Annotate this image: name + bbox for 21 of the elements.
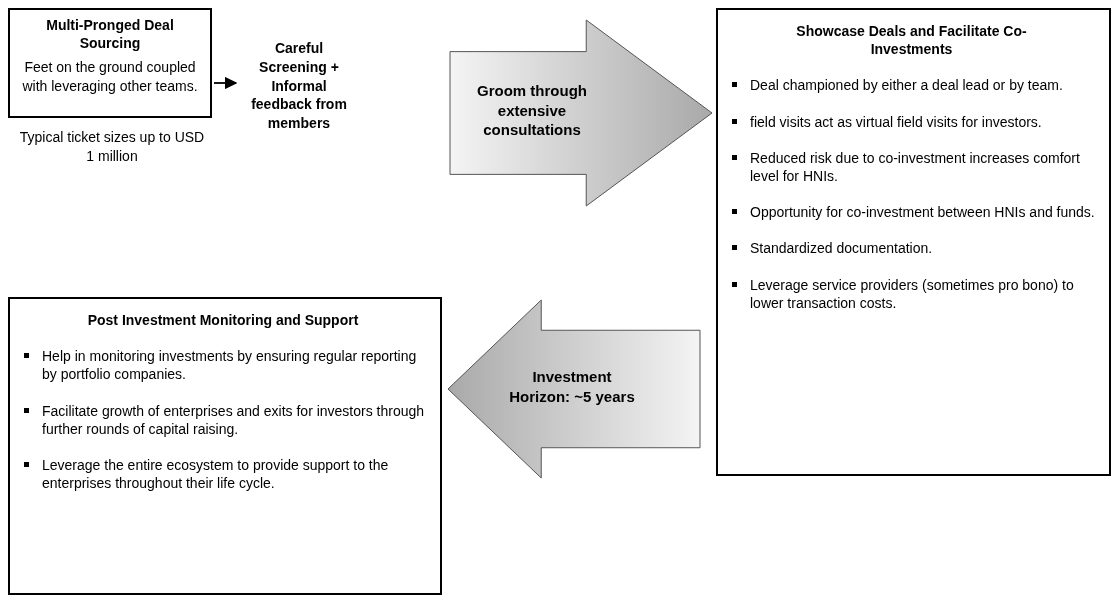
note-text: Typical ticket sizes up to USD 1 million bbox=[18, 128, 206, 166]
bullet-point: Leverage service providers (sometimes pro bono) to lower transaction costs. bbox=[728, 275, 1095, 312]
process-box bbox=[716, 8, 1111, 476]
bullet-point: Standardized documentation. bbox=[728, 239, 1095, 258]
arrow-text: Investment Horizon: ~5 years bbox=[508, 367, 636, 406]
box-heading: Multi-Pronged Deal Sourcing bbox=[45, 16, 175, 53]
box-text: Feet on the ground coupled with leveraging other teams. bbox=[21, 58, 199, 95]
process-box bbox=[8, 297, 442, 595]
bullet-point: Deal championed by either a deal lead or by team. bbox=[728, 76, 1095, 95]
bullet-point: Help in monitoring investments by ensuring regular reporting by portfolio companies. bbox=[20, 347, 426, 384]
bullet-point: Reduced risk due to co-investment increases comfort level for HNIs. bbox=[728, 148, 1095, 186]
arrow-text: Groom through extensive consultations bbox=[476, 81, 588, 140]
process-box bbox=[8, 8, 212, 118]
bullet-point: field visits act as virtual field visits for investors. bbox=[728, 112, 1095, 131]
box-heading: Post Investment Monitoring and Support bbox=[86, 311, 360, 330]
bullet-point: Facilitate growth of enterprises and exits for investors through further rounds of capital raising. bbox=[20, 401, 426, 438]
arrow bbox=[213, 76, 238, 90]
bullet-point: Leverage the entire ecosystem to provide support to the enterprises throughout their life cycle. bbox=[20, 455, 426, 493]
box-heading: Showcase Deals and Facilitate Co-Investments bbox=[795, 22, 1028, 59]
bullet-point: Opportunity for co-investment between HNIs and funds. bbox=[728, 203, 1095, 222]
step-text: Careful Screening + Informal feedback from members bbox=[240, 44, 358, 128]
